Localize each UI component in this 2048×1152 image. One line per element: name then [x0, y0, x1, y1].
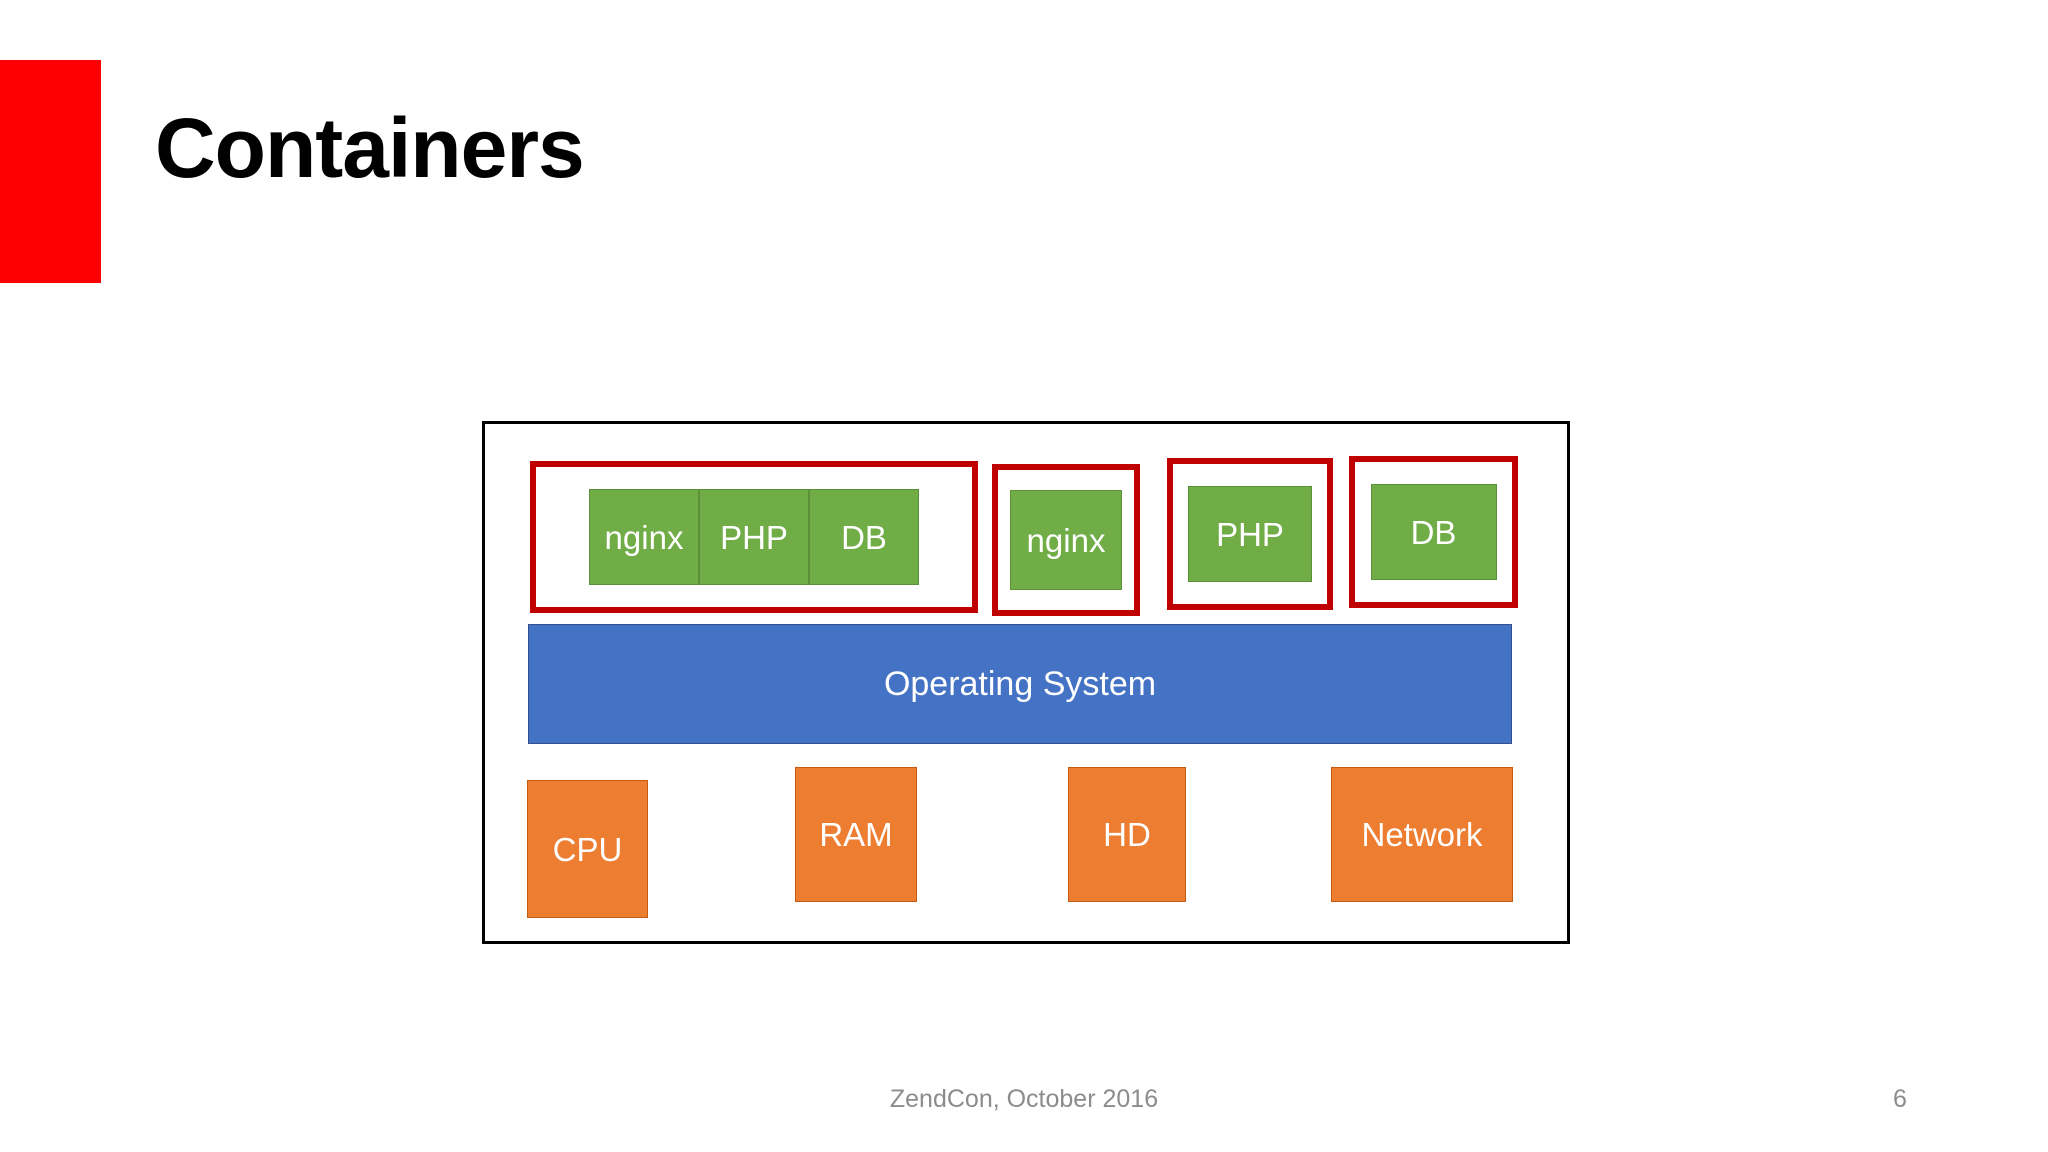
hardware-box-network: Network [1331, 767, 1513, 902]
page-number: 6 [1893, 1085, 1907, 1113]
app-box-php-single: PHP [1188, 486, 1312, 582]
app-box-db-single: DB [1370, 484, 1497, 580]
hardware-box-hd: HD [1068, 767, 1186, 902]
app-box-nginx: nginx [589, 489, 699, 585]
app-row: nginx PHP DB [589, 489, 919, 585]
footer-note: ZendCon, October 2016 [889, 1085, 1159, 1113]
container-single-nginx: nginx [992, 464, 1140, 616]
app-box-nginx-single: nginx [1010, 490, 1122, 590]
hardware-box-ram: RAM [795, 767, 917, 902]
app-box-db: DB [809, 489, 919, 585]
container-group-shared: nginx PHP DB [530, 461, 978, 613]
app-box-php: PHP [699, 489, 809, 585]
container-single-php: PHP [1167, 458, 1333, 610]
container-single-db: DB [1349, 456, 1518, 608]
operating-system-bar: Operating System [528, 624, 1512, 744]
hardware-box-cpu: CPU [527, 780, 648, 918]
page-title: Containers [155, 101, 585, 195]
title-accent-bar [0, 60, 101, 283]
